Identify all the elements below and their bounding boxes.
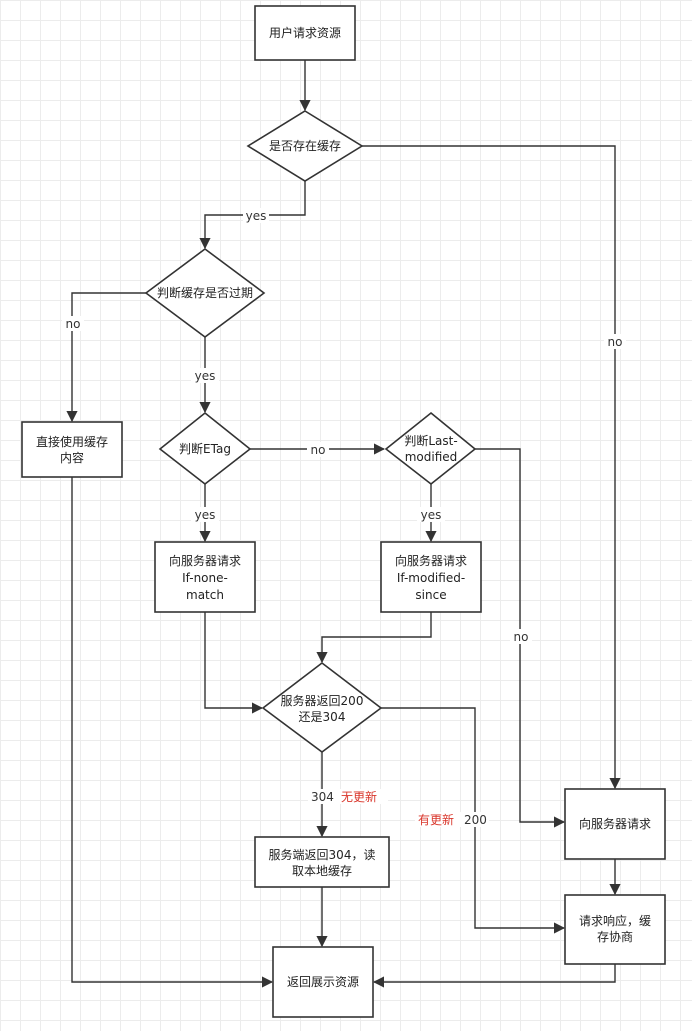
edge-expired-no [66, 292, 146, 423]
node-cache-expired: 判断缓存是否过期 [144, 248, 266, 338]
label-no-expired: no [66, 317, 81, 331]
node-response-cache-line-1: 请求响应，缓 [579, 913, 651, 928]
node-cache-exists: 是否存在缓存 [246, 110, 364, 182]
node-last-modified-line-2: modified [405, 450, 458, 464]
node-request-none-match-line-3: match [186, 588, 224, 602]
label-no-update: 无更新 [341, 789, 377, 804]
node-server-return-line-1: 服务器返回200 [281, 693, 364, 708]
node-server-304-line-1: 服务端返回304，读 [269, 847, 376, 862]
node-cache-exists-text: 是否存在缓存 [269, 139, 341, 153]
label-yes-etag: yes [195, 508, 216, 522]
node-response-cache-line-2: 存协商 [597, 929, 633, 944]
node-server-304: 服务端返回304，读 取本地缓存 [254, 836, 390, 888]
node-use-cache: 直接使用缓存 内容 [21, 421, 123, 478]
node-request-modified-since-line-2: If-modified- [397, 571, 465, 585]
label-no-etag: no [311, 443, 326, 457]
label-has-update: 有更新 [418, 812, 454, 827]
label-200: 200 [464, 813, 487, 827]
node-etag-text: 判断ETag [179, 441, 231, 456]
label-no-cache-exists: no [608, 335, 623, 349]
node-response-cache: 请求响应，缓 存协商 [564, 894, 666, 965]
node-show-text: 返回展示资源 [287, 975, 359, 989]
label-304: 304 [311, 790, 334, 804]
node-start: 用户请求资源 [254, 5, 356, 61]
edge-modified-since-to-server [316, 612, 432, 664]
node-last-modified: 判断Last- modified [384, 411, 477, 486]
edge-none-match-to-server [204, 612, 264, 714]
node-request-modified-since-line-3: since [415, 588, 446, 602]
label-yes-expired: yes [195, 369, 216, 383]
edge-use-cache-to-show [71, 477, 274, 988]
node-show: 返回展示资源 [272, 946, 374, 1018]
node-etag: 判断ETag [158, 411, 252, 486]
edge-response-to-show [372, 964, 616, 988]
node-use-cache-line-1: 直接使用缓存 [36, 434, 108, 449]
node-server-304-line-2: 取本地缓存 [292, 864, 352, 878]
label-yes-cache-exists: yes [246, 209, 267, 223]
node-request-modified-since-line-1: 向服务器请求 [395, 553, 467, 568]
node-start-text: 用户请求资源 [269, 25, 341, 40]
node-request-server-text: 向服务器请求 [579, 816, 651, 831]
label-yes-lastmod: yes [421, 508, 442, 522]
node-request-none-match-line-1: 向服务器请求 [169, 553, 241, 568]
node-request-server: 向服务器请求 [564, 788, 666, 860]
node-last-modified-line-1: 判断Last- [404, 433, 457, 448]
node-use-cache-line-2: 内容 [60, 450, 84, 465]
label-no-lastmod: no [514, 630, 529, 644]
node-server-return: 服务器返回200 还是304 [261, 661, 383, 753]
node-cache-expired-text: 判断缓存是否过期 [157, 285, 253, 300]
node-request-modified-since: 向服务器请求 If-modified- since [380, 541, 482, 613]
node-server-return-line-2: 还是304 [299, 710, 346, 724]
node-request-none-match-line-2: If-none- [182, 571, 228, 585]
edge-cache-exists-no [362, 145, 621, 790]
edge-labels: yes no no yes no yes yes no 304 无更新 有更新 … [62, 208, 626, 827]
node-request-none-match: 向服务器请求 If-none- match [154, 541, 256, 613]
